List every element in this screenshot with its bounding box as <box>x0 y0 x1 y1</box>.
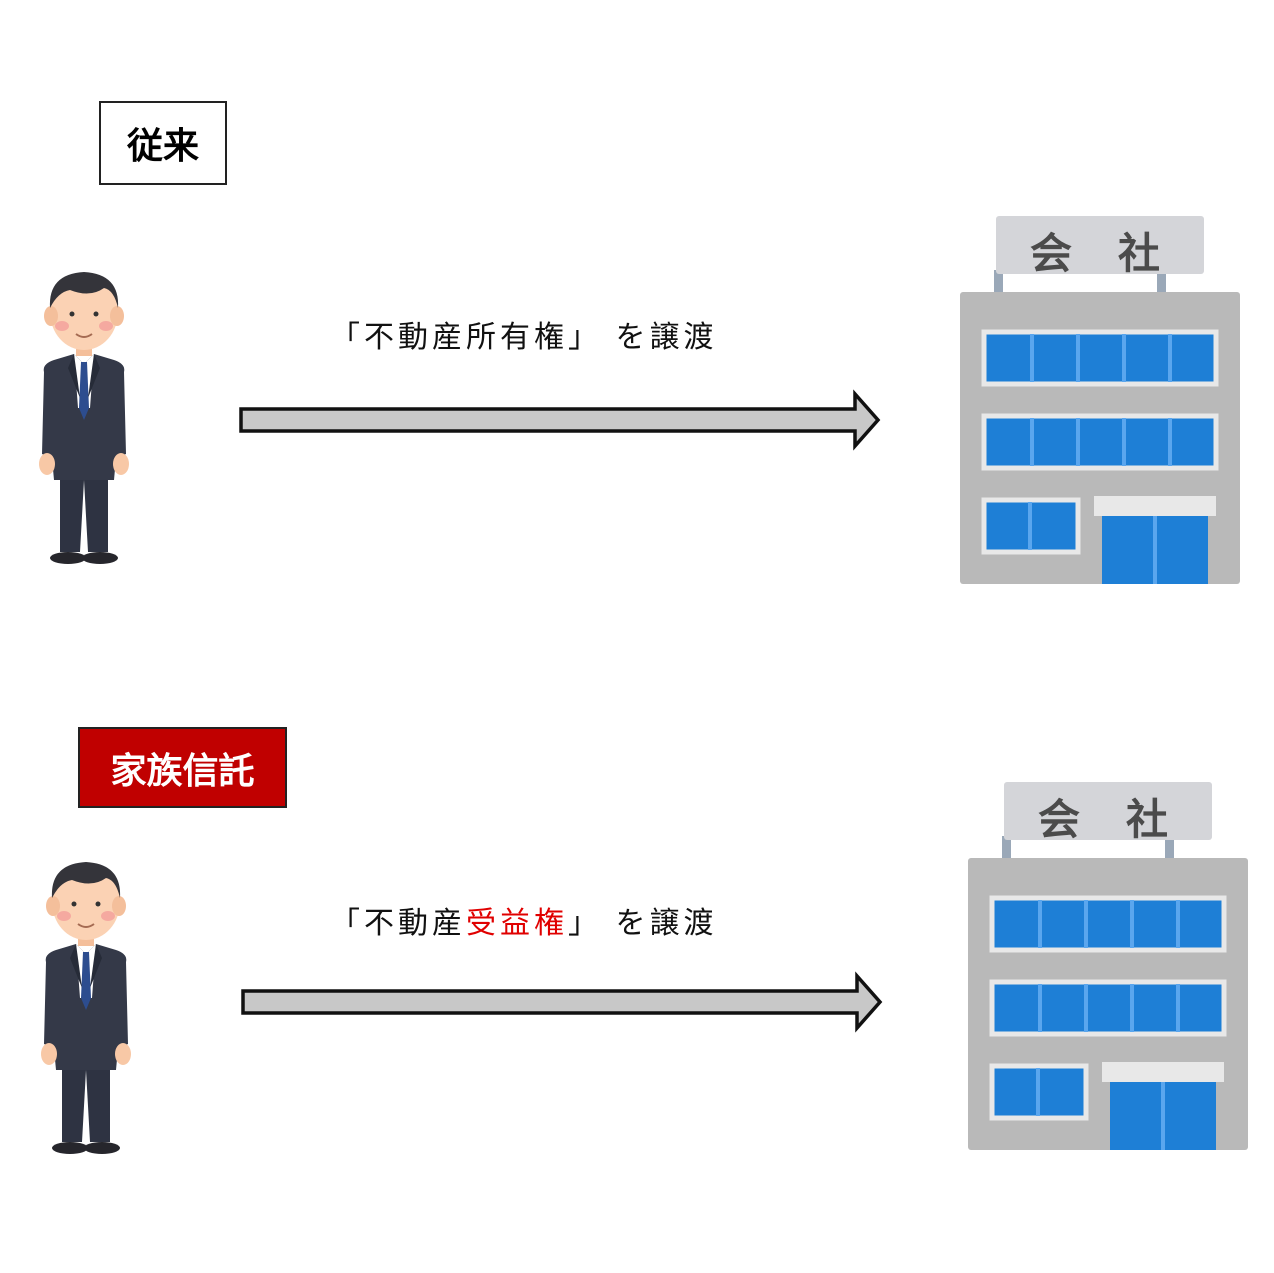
conventional-label: 従来 <box>99 101 227 185</box>
transfer-caption-conventional: 「不動産所有権」 を譲渡 <box>330 312 718 356</box>
building-sign-right-char: 社 <box>1126 795 1169 844</box>
caption-main-text: 不動産所有権 <box>364 320 568 355</box>
caption-open-bracket: 「 <box>330 320 364 355</box>
family-trust-label: 家族信託 <box>78 727 287 808</box>
caption-main-text: 不動産 <box>364 906 466 941</box>
caption-suffix: を譲渡 <box>602 906 718 941</box>
company-building-icon <box>960 216 1240 584</box>
caption-suffix: を譲渡 <box>602 320 718 355</box>
businessman-icon <box>39 272 129 564</box>
caption-close-bracket: 」 <box>568 320 602 355</box>
caption-highlight-text: 受益権 <box>466 906 568 941</box>
caption-open-bracket: 「 <box>330 906 364 941</box>
businessman-icon <box>41 862 131 1154</box>
transfer-arrow <box>239 389 881 451</box>
transfer-arrow <box>241 971 883 1033</box>
transfer-caption-family-trust: 「不動産受益権」 を譲渡 <box>330 898 718 942</box>
building-sign-left-char: 会 <box>1038 795 1081 844</box>
building-sign-right-char: 社 <box>1118 229 1161 278</box>
building-sign-left-char: 会 <box>1030 229 1073 278</box>
company-building-icon <box>968 782 1248 1150</box>
caption-close-bracket: 」 <box>568 906 602 941</box>
